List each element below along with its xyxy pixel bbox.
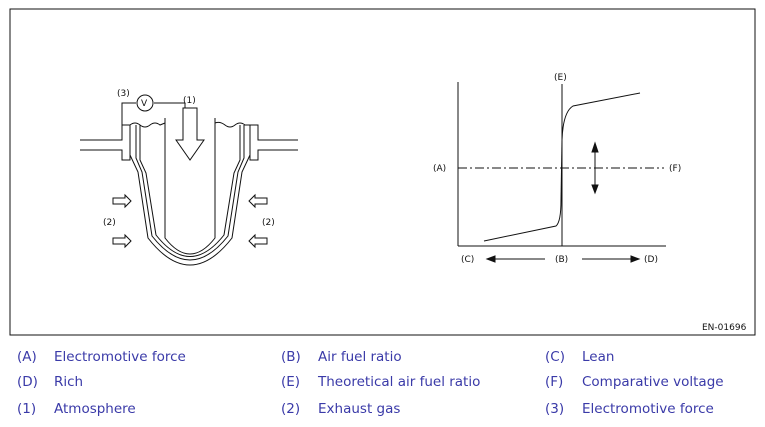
exhaust-arrow-left-1 [112,193,132,209]
arrow-to-lean-head [485,255,496,263]
label-theoretical-afr: (E) [554,73,567,83]
label-rich: (D) [644,255,658,265]
legend-key: (E) [281,374,301,390]
legend-text: Comparative voltage [582,374,724,390]
legend-item-d: (D) Rich [17,374,83,390]
sensor-cross-section [80,94,298,266]
emf-curve-jump [560,139,563,201]
legend-item-b: (B) Air fuel ratio [281,349,402,365]
legend-item-1: (1) Atmosphere [17,401,136,417]
label-emf-axis: (A) [433,164,446,174]
arrow-to-rich-head [630,255,641,263]
exhaust-arrow-right-2 [248,233,268,249]
atmosphere-arrow [175,107,205,161]
voltmeter-label: V [141,99,148,109]
pipe-wall-right [249,124,298,161]
figure-frame [9,8,756,336]
exhaust-arrow-left-2 [112,233,132,249]
legend-item-e: (E) Theoretical air fuel ratio [281,374,480,390]
legend-text: Exhaust gas [318,401,401,417]
label-lean: (C) [461,255,474,265]
legend-key: (A) [17,349,37,365]
legend-text: Air fuel ratio [318,349,402,365]
label-comparative-voltage: (F) [669,164,681,174]
legend-key: (F) [545,374,564,390]
legend-text: Lean [582,349,615,365]
sensor-layer-3 [139,125,241,257]
legend-item-a: (A) Electromotive force [17,349,186,365]
legend-text: Electromotive force [54,349,186,365]
legend-item-3: (3) Electromotive force [545,401,714,417]
legend-text: Rich [54,374,84,390]
exhaust-arrow-right-1 [248,193,268,209]
label-exhaust-left: (2) [103,218,116,228]
legend-item-f: (F) Comparative voltage [545,374,724,390]
sensor-outer-wall [129,128,251,266]
emf-graph [457,82,666,263]
legend-item-2: (2) Exhaust gas [281,401,400,417]
voltmeter-circle [136,94,154,112]
double-arrow-down-head [591,184,599,195]
pipe-wall-left [80,124,131,161]
legend-text: Electromotive force [582,401,714,417]
label-emf: (3) [117,89,130,99]
emf-curve-lean [483,199,562,242]
legend-text: Atmosphere [54,401,136,417]
sensor-top-right [214,121,250,128]
voltmeter-wire [121,102,186,125]
legend-key: (1) [17,401,37,417]
legend-key: (3) [545,401,565,417]
sensor-top-left [129,122,166,128]
legend-key: (B) [281,349,301,365]
figure-code: EN-01696 [702,323,747,333]
double-arrow-up-head [591,141,599,153]
label-atmosphere: (1) [183,96,196,106]
oxygen-sensor-figure: (3) V (1) (2) (2) (E) (A) (F) (C) (B) (D… [9,8,756,336]
sensor-inner-wall [164,118,216,255]
legend-text: Theoretical air fuel ratio [318,374,481,390]
legend: (A) Electromotive force (B) Air fuel ratio… [0,344,765,424]
legend-key: (C) [545,349,565,365]
legend-item-c: (C) Lean [545,349,614,365]
emf-curve-rich [561,92,641,141]
label-exhaust-right: (2) [262,218,275,228]
label-air-fuel-ratio: (B) [555,255,568,265]
legend-key: (D) [17,374,38,390]
legend-key: (2) [281,401,301,417]
sensor-layer-2 [135,125,245,261]
